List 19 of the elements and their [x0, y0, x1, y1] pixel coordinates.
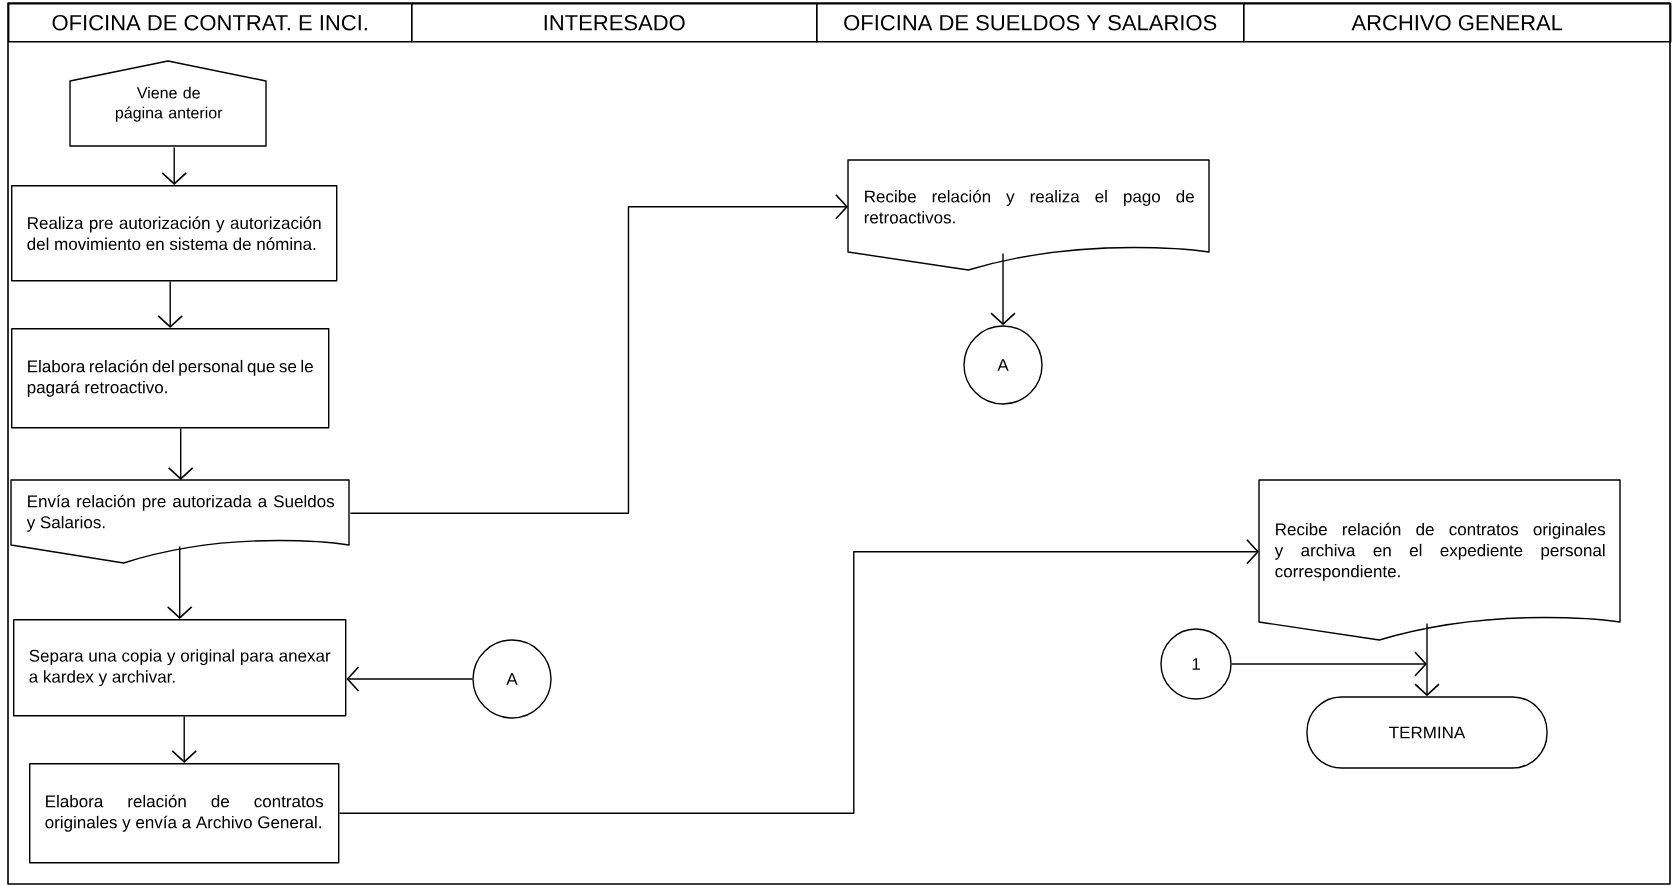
process-box: Separa una copia y original para anexar a kardex y archivar. — [13, 619, 347, 717]
process-box: Elabora relación del personal que se le pagará retroactivo. — [11, 328, 330, 429]
arrow — [349, 193, 848, 514]
arrow — [1231, 651, 1427, 677]
lane-header: OFICINA DE CONTRAT. E INCI. — [8, 3, 413, 43]
arrow — [990, 252, 1016, 326]
arrow — [167, 427, 194, 480]
off-page-connector: Viene de página anterior — [69, 60, 267, 147]
lane-header: ARCHIVO GENERAL — [1243, 3, 1672, 43]
arrow — [338, 538, 1259, 814]
arrow — [346, 666, 473, 692]
lane-header: INTERESADO — [411, 3, 818, 43]
arrow — [171, 715, 197, 763]
process-box: Realiza pre autorización y autorización del movimiento en sistema de nómina. — [11, 185, 338, 282]
lane-header: OFICINA DE SUELDOS Y SALARIOS — [816, 3, 1245, 43]
process-box: Elabora relación de contratos originales y envía a Archivo General. — [29, 763, 340, 864]
arrow — [166, 545, 193, 619]
arrow — [161, 146, 187, 185]
arrow — [1414, 622, 1440, 697]
